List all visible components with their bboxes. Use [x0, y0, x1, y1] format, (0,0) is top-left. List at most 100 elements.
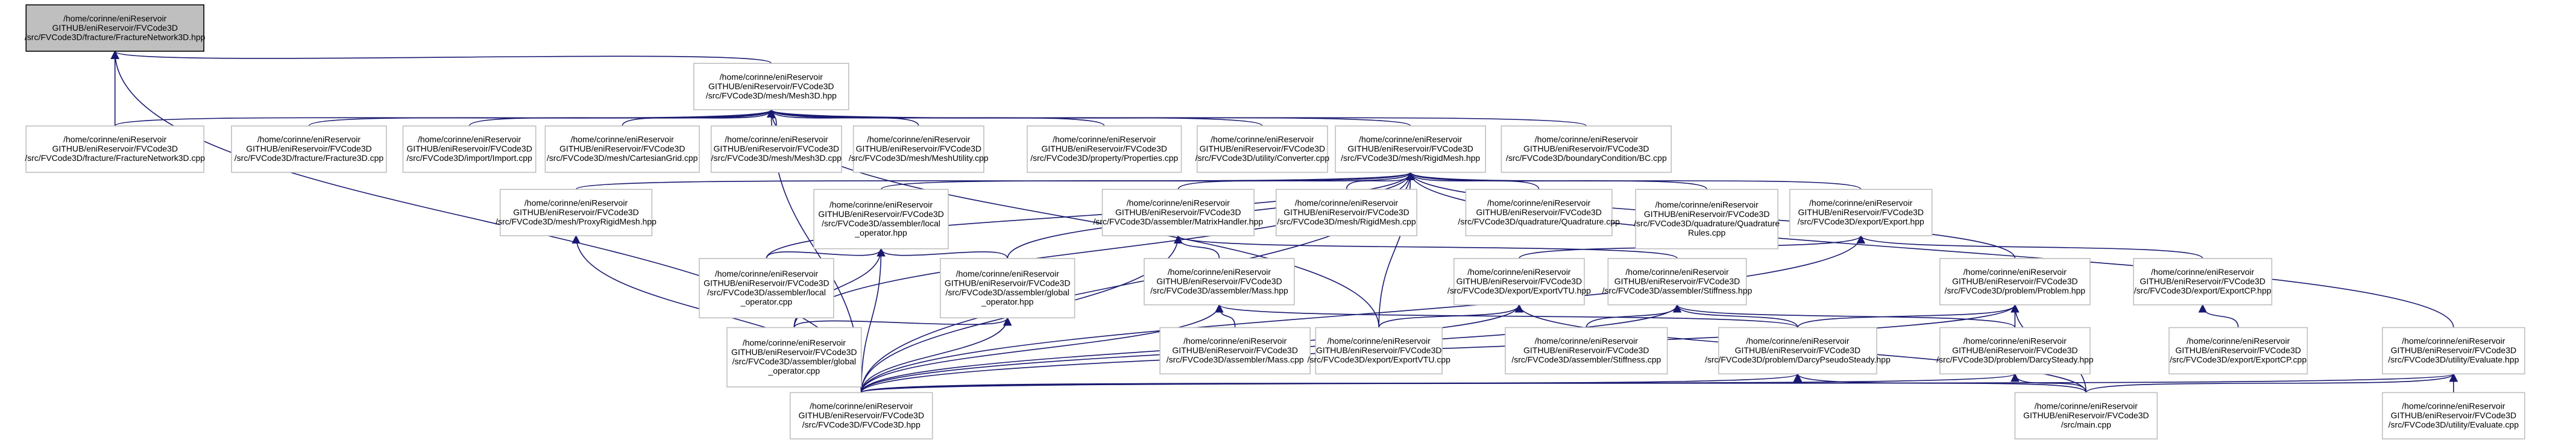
node-label-line: GITHUB/eniReservoir/FVCode3D: [559, 144, 685, 154]
node-label-line: /src/FVCode3D/export/ExportCP.cpp: [2170, 355, 2307, 365]
graph-node-globOpHpp[interactable]: /home/corinne/eniReservoirGITHUB/eniRese…: [939, 258, 1075, 319]
graph-node-mesh3dCpp[interactable]: /home/corinne/eniReservoirGITHUB/eniRese…: [710, 125, 842, 173]
graph-node-bcCpp[interactable]: /home/corinne/eniReservoirGITHUB/eniRese…: [1501, 125, 1672, 173]
node-label-line: GITHUB/eniReservoir/FVCode3D: [1115, 207, 1241, 217]
node-label-line: GITHUB/eniReservoir/FVCode3D: [708, 81, 834, 91]
graph-node-frac3dCpp[interactable]: /home/corinne/eniReservoirGITHUB/eniRese…: [231, 125, 387, 173]
node-label-line: /home/corinne/eniReservoir: [418, 134, 521, 144]
node-label-line: /home/corinne/eniReservoir: [867, 134, 971, 144]
graph-node-cpHpp[interactable]: /home/corinne/eniReservoirGITHUB/eniRese…: [2133, 258, 2273, 306]
graph-node-dsHpp[interactable]: /home/corinne/eniReservoirGITHUB/eniRese…: [1936, 327, 2094, 375]
node-label-line: /home/corinne/eniReservoir: [1211, 134, 1314, 144]
node-box: [499, 189, 653, 236]
node-label-line: GITHUB/eniReservoir/FVCode3D: [798, 410, 924, 420]
node-box: [726, 327, 862, 388]
graph-node-exportHpp[interactable]: /home/corinne/eniReservoirGITHUB/eniRese…: [1789, 189, 1933, 236]
node-label-line: _operator.cpp: [767, 366, 820, 375]
edge-localOpHpp-to-rigidHpp: [880, 171, 1415, 190]
node-label-line: /home/corinne/eniReservoir: [2151, 267, 2255, 277]
graph-node-stiffHpp[interactable]: /home/corinne/eniReservoirGITHUB/eniRese…: [1602, 258, 1752, 306]
graph-node-convCpp[interactable]: /home/corinne/eniReservoirGITHUB/eniRese…: [1195, 125, 1330, 173]
node-label-line: /home/corinne/eniReservoir: [1487, 198, 1591, 207]
graph-node-localOpHpp[interactable]: /home/corinne/eniReservoirGITHUB/eniRese…: [813, 189, 949, 250]
node-box: [1939, 258, 2091, 306]
node-label-line: /src/FVCode3D/assembler/Mass.hpp: [1150, 286, 1288, 295]
node-label-line: GITHUB/eniReservoir/FVCode3D: [714, 144, 840, 154]
node-label-line: GITHUB/eniReservoir/FVCode3D: [1041, 144, 1167, 154]
graph-node-cartCpp[interactable]: /home/corinne/eniReservoirGITHUB/eniRese…: [544, 125, 700, 173]
graph-node-dpsHpp[interactable]: /home/corinne/eniReservoirGITHUB/eniRese…: [1705, 327, 1891, 375]
node-label-line: GITHUB/eniReservoir/FVCode3D: [1156, 277, 1282, 286]
graph-node-rigidHpp[interactable]: /home/corinne/eniReservoirGITHUB/eniRese…: [1335, 125, 1486, 173]
node-box: [2014, 392, 2158, 440]
graph-node-vtuHpp[interactable]: /home/corinne/eniReservoirGITHUB/eniRese…: [1447, 258, 1591, 306]
graph-node-evalCpp[interactable]: /home/corinne/eniReservoirGITHUB/eniRese…: [2382, 392, 2525, 440]
graph-node-fracNet[interactable]: /home/corinne/eniReservoirGITHUB/eniRese…: [25, 4, 206, 52]
node-label-line: /src/FVCode3D/boundaryCondition/BC.cpp: [1506, 153, 1667, 163]
node-label-line: /home/corinne/eniReservoir: [524, 198, 628, 207]
edge-dpsHpp-to-stiffHpp: [1672, 304, 1798, 328]
edge-stiffHpp-to-matHpp: [1174, 234, 1678, 259]
node-box: [1315, 327, 1443, 375]
node-label-line: /src/FVCode3D/problem/DarcyPseudoSteady.…: [1705, 355, 1891, 365]
graph-node-proxyHpp[interactable]: /home/corinne/eniReservoirGITHUB/eniRese…: [496, 189, 657, 236]
graph-node-problemHpp[interactable]: /home/corinne/eniReservoirGITHUB/eniRese…: [1939, 258, 2091, 306]
edge-fvHpp-to-localOpHpp: [860, 248, 886, 393]
graph-node-quadRules[interactable]: /home/corinne/eniReservoirGITHUB/eniRese…: [1634, 189, 1780, 250]
graph-node-localOpCpp[interactable]: /home/corinne/eniReservoirGITHUB/eniRese…: [699, 258, 834, 319]
node-box: [1718, 327, 1877, 375]
node-label-line: /src/FVCode3D/fracture/FractureNetwork3D…: [25, 153, 205, 163]
graph-node-massCpp[interactable]: /home/corinne/eniReservoirGITHUB/eniRese…: [1159, 327, 1311, 375]
node-label-line: /home/corinne/eniReservoir: [720, 72, 824, 81]
edge-importCpp-to-mesh3d: [468, 108, 776, 127]
graph-node-matHpp[interactable]: /home/corinne/eniReservoirGITHUB/eniRese…: [1093, 189, 1263, 236]
node-label-line: GITHUB/eniReservoir/FVCode3D: [1172, 345, 1298, 355]
node-box: [699, 258, 834, 319]
node-label-line: /src/FVCode3D/assembler/Stiffness.cpp: [1511, 355, 1661, 365]
graph-node-propCpp[interactable]: /home/corinne/eniReservoirGITHUB/eniRese…: [1027, 125, 1182, 173]
node-label-line: /src/FVCode3D/quadrature/Quadrature: [1634, 218, 1780, 228]
node-label-line: GITHUB/eniReservoir/FVCode3D: [1523, 345, 1649, 355]
node-label-line: GITHUB/eniReservoir/FVCode3D: [406, 144, 532, 154]
node-label-line: /home/corinne/eniReservoir: [743, 338, 846, 348]
node-box: [789, 392, 933, 440]
node-label-line: /home/corinne/eniReservoir: [1535, 336, 1639, 346]
graph-node-massHpp[interactable]: /home/corinne/eniReservoirGITHUB/eniRese…: [1144, 258, 1295, 306]
node-box: [1789, 189, 1933, 236]
node-label-line: /home/corinne/eniReservoir: [1625, 267, 1729, 277]
node-label-line: /home/corinne/eniReservoir: [63, 13, 167, 23]
graph-node-quadCpp[interactable]: /home/corinne/eniReservoirGITHUB/eniRese…: [1458, 189, 1620, 236]
node-label-line: /home/corinne/eniReservoir: [1809, 198, 1913, 207]
node-label-line: /home/corinne/eniReservoir: [2035, 401, 2138, 411]
node-label-line: _operator.hpp: [981, 297, 1034, 307]
graph-node-vtuCpp[interactable]: /home/corinne/eniReservoirGITHUB/eniRese…: [1308, 327, 1451, 375]
node-label-line: /src/FVCode3D/assembler/local: [822, 218, 940, 228]
edge-mesh3d-to-fracNet: [110, 50, 772, 64]
node-label-line: /src/FVCode3D/utility/Converter.cpp: [1195, 153, 1330, 163]
node-label-line: GITHUB/eniReservoir/FVCode3D: [818, 209, 944, 219]
node-label-line: /src/FVCode3D/mesh/Mesh3D.hpp: [706, 90, 837, 100]
edge-fvHpp-to-globOpHpp: [860, 316, 1012, 393]
node-label-line: GITHUB/eniReservoir/FVCode3D: [704, 278, 830, 288]
node-label-line: /home/corinne/eniReservoir: [1746, 336, 1850, 346]
graph-node-fracNetCpp[interactable]: /home/corinne/eniReservoirGITHUB/eniRese…: [25, 125, 205, 173]
graph-node-rigidCpp[interactable]: /home/corinne/eniReservoirGITHUB/eniRese…: [1276, 189, 1417, 236]
graph-node-meshUtil[interactable]: /home/corinne/eniReservoirGITHUB/eniRese…: [849, 125, 989, 173]
node-label-line: GITHUB/eniReservoir/FVCode3D: [1614, 277, 1740, 286]
node-label-line: /src/FVCode3D/export/ExportVTU.cpp: [1308, 355, 1451, 365]
node-label-line: GITHUB/eniReservoir/FVCode3D: [2140, 277, 2266, 286]
graph-node-cpCpp[interactable]: /home/corinne/eniReservoirGITHUB/eniRese…: [2168, 327, 2308, 375]
node-box: [813, 189, 949, 250]
edge-cartCpp-to-mesh3d: [622, 108, 776, 127]
edge-mainCpp-to-evalHpp: [2085, 372, 2458, 394]
graph-node-stiffCpp[interactable]: /home/corinne/eniReservoirGITHUB/eniRese…: [1505, 327, 1668, 375]
node-label-line: /home/corinne/eniReservoir: [715, 269, 819, 278]
graph-node-evalHpp[interactable]: /home/corinne/eniReservoirGITHUB/eniRese…: [2382, 327, 2525, 375]
graph-node-importCpp[interactable]: /home/corinne/eniReservoirGITHUB/eniRese…: [402, 125, 537, 173]
node-label-line: GITHUB/eniReservoir/FVCode3D: [246, 144, 372, 154]
graph-node-globOpCpp[interactable]: /home/corinne/eniReservoirGITHUB/eniRese…: [726, 327, 862, 388]
graph-node-fvHpp[interactable]: /home/corinne/eniReservoirGITHUB/eniRese…: [789, 392, 933, 440]
graph-node-mesh3d[interactable]: /home/corinne/eniReservoirGITHUB/eniRese…: [693, 63, 849, 110]
graph-node-mainCpp[interactable]: /home/corinne/eniReservoirGITHUB/eniRese…: [2014, 392, 2158, 440]
node-label-line: /src/FVCode3D/export/Export.hpp: [1798, 216, 1924, 226]
